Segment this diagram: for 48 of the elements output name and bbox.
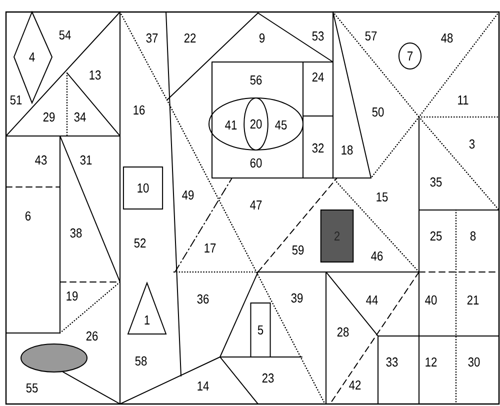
- callout-number: 29: [43, 112, 55, 122]
- callout-number: 53: [312, 31, 324, 41]
- callout-number: 14: [198, 382, 209, 390]
- callout-number: 56: [250, 75, 262, 85]
- callout-number: 25: [430, 231, 442, 241]
- callout-number: 17: [204, 244, 216, 252]
- callout-number: 24: [312, 72, 324, 82]
- callout-number: 31: [80, 155, 92, 165]
- callout-number: 13: [90, 70, 101, 80]
- callout-number: 8: [470, 231, 476, 241]
- callout-number: 37: [146, 33, 158, 43]
- callout-number: 36: [197, 294, 209, 304]
- callout-number: 26: [86, 331, 98, 341]
- shaded-ellipse: [20, 343, 88, 372]
- callout-number: 12: [426, 357, 437, 367]
- callout-number: 6: [26, 211, 31, 221]
- callout-number: 49: [182, 190, 194, 200]
- callout-number: 51: [10, 95, 22, 105]
- callout-number: 28: [337, 327, 349, 337]
- callout-number: 50: [372, 107, 384, 117]
- callout-number: 33: [386, 357, 398, 367]
- callout-number: 47: [250, 200, 262, 210]
- callout-number: 9: [259, 33, 265, 43]
- callout-number: 48: [441, 33, 453, 43]
- callout-number: 38: [70, 228, 82, 238]
- callout-number: 35: [430, 177, 442, 187]
- callout-number: 3: [469, 139, 475, 149]
- callout-number: 15: [376, 192, 388, 202]
- callout-number: 23: [262, 373, 274, 383]
- callout-number: 52: [134, 238, 146, 248]
- callout-number: 59: [292, 245, 304, 255]
- callout-number: 44: [366, 296, 378, 304]
- callout-number: 11: [458, 96, 468, 104]
- callout-number: 21: [467, 295, 479, 305]
- callout-number: 19: [66, 291, 78, 301]
- callout-number: 30: [468, 357, 480, 367]
- callout-number: 42: [349, 380, 361, 390]
- callout-number: 40: [425, 295, 437, 305]
- callout-number: 58: [135, 356, 147, 366]
- callout-number: 46: [371, 251, 383, 261]
- callout-number: 39: [291, 293, 303, 303]
- callout-number: 34: [74, 112, 86, 122]
- callout-number: 43: [35, 155, 47, 165]
- callout-number: 22: [184, 33, 196, 43]
- callout-number: 32: [312, 143, 324, 153]
- callout-number: 18: [342, 145, 353, 155]
- callout-number: 57: [365, 31, 377, 41]
- callout-number: 16: [134, 105, 145, 115]
